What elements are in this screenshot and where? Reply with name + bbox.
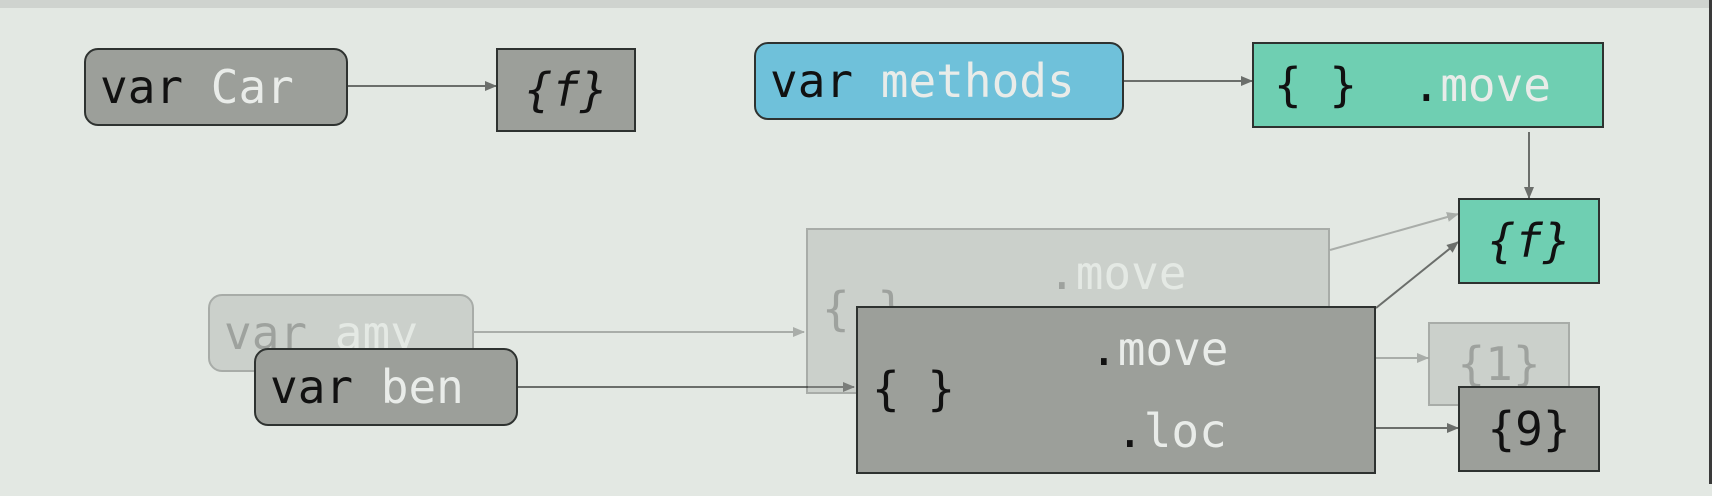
- ben-loc-label: {9}: [1487, 402, 1571, 456]
- var-ben-box: var ben: [254, 348, 518, 426]
- ben-move-prop: move: [1117, 322, 1229, 376]
- var-car-name: Car: [210, 60, 294, 114]
- var-methods-box: var methods: [754, 42, 1124, 120]
- ben-loc-box: {9}: [1458, 386, 1600, 472]
- arrow-layer: [346, 76, 1534, 433]
- right-edge-border: [1709, 0, 1712, 484]
- methods-move-dot: .: [1412, 58, 1441, 112]
- ben-object-braces: { }: [872, 362, 956, 416]
- ben-loc-dot: .: [1116, 404, 1144, 458]
- car-function-box: {f}: [496, 48, 636, 132]
- top-border-strip: [0, 0, 1712, 8]
- var-keyword: var: [100, 60, 184, 114]
- methods-move-prop: move: [1440, 58, 1551, 112]
- var-car-box: var Car: [84, 48, 348, 126]
- amy-move-prop: move: [1075, 246, 1187, 300]
- amy-move-dot: .: [1048, 246, 1076, 300]
- methods-object-box: { } .move: [1252, 42, 1604, 128]
- ben-loc-prop: loc: [1143, 404, 1227, 458]
- ben-object-box: { } .move .loc: [856, 306, 1376, 474]
- shared-function-box: {f}: [1458, 198, 1600, 284]
- car-function-label: {f}: [524, 63, 608, 117]
- var-methods-name: methods: [880, 54, 1075, 108]
- arrow-amy-move-to-fn: [1329, 212, 1459, 251]
- var-keyword: var: [770, 54, 854, 108]
- shared-function-label: {f}: [1487, 214, 1571, 268]
- arrow-ben-move-to-fn: [1375, 241, 1459, 309]
- var-keyword: var: [270, 360, 354, 414]
- ben-move-dot: .: [1090, 322, 1118, 376]
- var-ben-name: ben: [380, 360, 464, 414]
- methods-object-braces: { }: [1274, 58, 1358, 112]
- amy-loc-label: {1}: [1457, 337, 1541, 391]
